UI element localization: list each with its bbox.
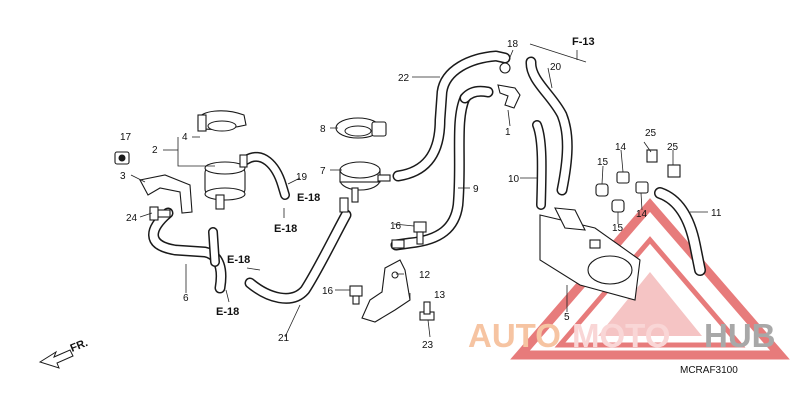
part-8-ring	[335, 117, 387, 139]
part-23-bolt	[419, 301, 435, 321]
part-16-bolt-lower	[349, 285, 363, 305]
front-label: FR.	[69, 337, 90, 355]
callout-5: 5	[564, 312, 570, 323]
callout-3: 3	[120, 171, 126, 182]
hose-21	[244, 209, 352, 304]
part-14-joint-a	[616, 171, 630, 184]
diagram-code: MCRAF3100	[680, 365, 738, 376]
ref-e18-bottom: E-18	[216, 306, 239, 318]
ref-f13: F-13	[572, 36, 595, 48]
hose-19	[241, 151, 290, 200]
callout-1: 1	[505, 127, 511, 138]
callout-6: 6	[183, 293, 189, 304]
callout-15-b: 15	[612, 223, 624, 234]
callout-labels: 1 2 3 4 5 6 7 8 9 10 11 12 13 14 14 15 1…	[120, 39, 722, 351]
callout-21: 21	[278, 333, 290, 344]
callout-2: 2	[152, 145, 158, 156]
part-connectors	[339, 197, 405, 249]
hose-10	[532, 120, 547, 210]
watermark-hub: HUB	[704, 317, 776, 354]
watermark: AUTO MOTO HUB	[468, 198, 790, 360]
watermark-auto: AUTO	[468, 317, 561, 354]
callout-20: 20	[550, 62, 562, 73]
part-3-bracket	[139, 174, 193, 214]
callout-10: 10	[508, 174, 520, 185]
leader-lines	[130, 43, 708, 338]
callout-24: 24	[126, 213, 138, 224]
ref-e18-upper: E-18	[297, 192, 320, 204]
callout-14-a: 14	[615, 142, 627, 153]
callout-7: 7	[320, 166, 326, 177]
part-25-screw-b	[667, 164, 681, 178]
callout-12: 12	[419, 270, 431, 281]
part-15-joint-b	[611, 199, 625, 213]
callout-4: 4	[182, 132, 188, 143]
hose-22	[392, 50, 511, 182]
callout-15-a: 15	[597, 157, 609, 168]
callout-13: 13	[434, 290, 446, 301]
part-12-bracket	[361, 259, 411, 323]
part-25-screw-a	[646, 149, 658, 163]
hose-9	[390, 85, 494, 251]
part-2-valve	[204, 154, 248, 210]
callout-18: 18	[507, 39, 519, 50]
front-arrow-icon	[38, 349, 74, 369]
callout-17: 17	[120, 132, 132, 143]
watermark-moto: MOTO	[572, 317, 670, 354]
callout-16-a: 16	[390, 221, 402, 232]
front-direction-marker: FR.	[38, 337, 90, 369]
part-4-clamp	[197, 110, 247, 132]
callout-8: 8	[320, 124, 326, 135]
callout-19: 19	[296, 172, 308, 183]
callout-16-b: 16	[322, 286, 334, 297]
callout-11: 11	[711, 208, 722, 219]
part-17-nut	[114, 151, 130, 165]
part-5-canister	[539, 207, 641, 301]
callout-25-a: 25	[645, 128, 657, 139]
part-14-joint-b	[635, 181, 649, 194]
part-15-joint-a	[595, 183, 609, 197]
reference-labels: E-18 E-18 E-18 E-18 F-13	[216, 36, 595, 318]
callout-14-b: 14	[636, 209, 648, 220]
part-16-bolt-upper	[413, 221, 427, 245]
part-1-fitting	[497, 62, 521, 109]
hose-20	[525, 56, 573, 196]
callout-25-b: 25	[667, 142, 679, 153]
ref-e18-middle: E-18	[274, 223, 297, 235]
callout-9: 9	[473, 184, 479, 195]
callout-23: 23	[422, 340, 434, 351]
ref-arrow-icon	[225, 289, 230, 303]
ref-e18-left: E-18	[227, 254, 250, 266]
hose-6	[148, 207, 227, 294]
callout-22: 22	[398, 73, 410, 84]
ref-arrow-icon	[246, 267, 261, 271]
part-7-valve	[339, 161, 391, 203]
hose-11	[654, 187, 706, 276]
